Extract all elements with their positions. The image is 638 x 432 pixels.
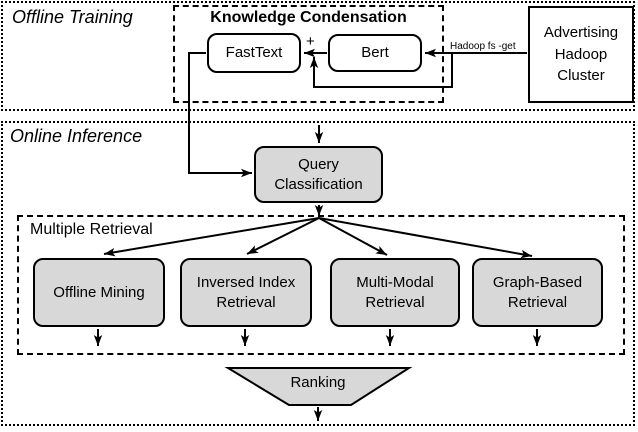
multiple-retrieval-box bbox=[17, 215, 625, 355]
offline-training-section bbox=[1, 1, 635, 111]
multiple-retrieval-title: Multiple Retrieval bbox=[30, 221, 153, 238]
multi-modal-retrieval-label: Multi-Modal Retrieval bbox=[356, 274, 434, 311]
advertising-hadoop-cluster-label: Advertising Hadoop Cluster bbox=[543, 23, 619, 85]
multi-modal-retrieval-node: Multi-Modal Retrieval bbox=[330, 258, 460, 327]
inversed-index-retrieval-node: Inversed Index Retrieval bbox=[180, 258, 312, 327]
offline-mining-node: Offline Mining bbox=[33, 258, 165, 327]
fasttext-label: FastText bbox=[225, 44, 283, 62]
ranking-label: Ranking bbox=[290, 374, 346, 391]
query-classification-node: Query Classification bbox=[254, 146, 383, 203]
advertising-hadoop-cluster-node: Advertising Hadoop Cluster bbox=[528, 6, 634, 103]
online-inference-label: Online Inference bbox=[10, 126, 143, 146]
online-inference-section bbox=[1, 121, 635, 426]
query-classification-label: Query Classification bbox=[274, 156, 363, 193]
bert-node: Bert bbox=[328, 34, 422, 72]
knowledge-condensation-title: Knowledge Condensation bbox=[210, 9, 407, 26]
bert-label: Bert bbox=[361, 44, 389, 62]
fasttext-node: FastText bbox=[207, 33, 301, 73]
hadoop-transfer-label: Hadoop fs -get bbox=[449, 41, 517, 52]
graph-based-retrieval-label: Graph-Based Retrieval bbox=[492, 274, 583, 311]
offline-training-label: Offline Training bbox=[12, 7, 133, 27]
offline-mining-label: Offline Mining bbox=[53, 283, 145, 301]
graph-based-retrieval-node: Graph-Based Retrieval bbox=[472, 258, 603, 327]
plus-sign: + bbox=[306, 33, 315, 50]
inversed-index-retrieval-label: Inversed Index Retrieval bbox=[196, 274, 296, 311]
